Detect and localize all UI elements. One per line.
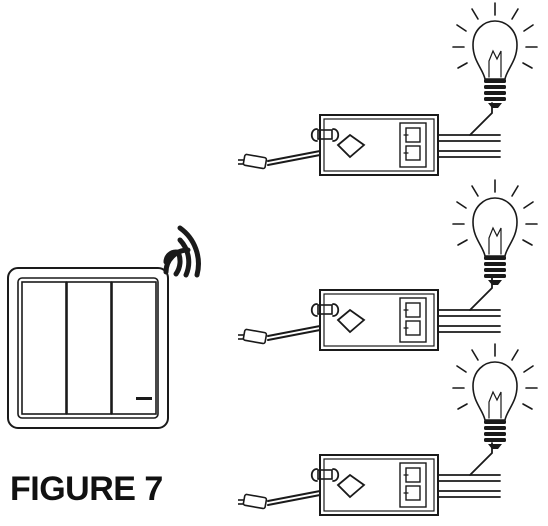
figure-caption: FIGURE 7 [10, 470, 163, 508]
receiver-1 [237, 2, 538, 176]
light-bulb-icon [452, 343, 538, 450]
receiver-2 [237, 179, 538, 351]
switch-gang-middle [66, 281, 112, 415]
switch-gang-right [111, 281, 157, 415]
wireless-signal-icon [163, 225, 201, 278]
light-bulb-icon [452, 179, 538, 286]
light-bulb-icon [452, 2, 538, 109]
switch-gang-left [21, 281, 67, 415]
receiver-3 [237, 343, 538, 516]
wall-switch [7, 267, 169, 429]
